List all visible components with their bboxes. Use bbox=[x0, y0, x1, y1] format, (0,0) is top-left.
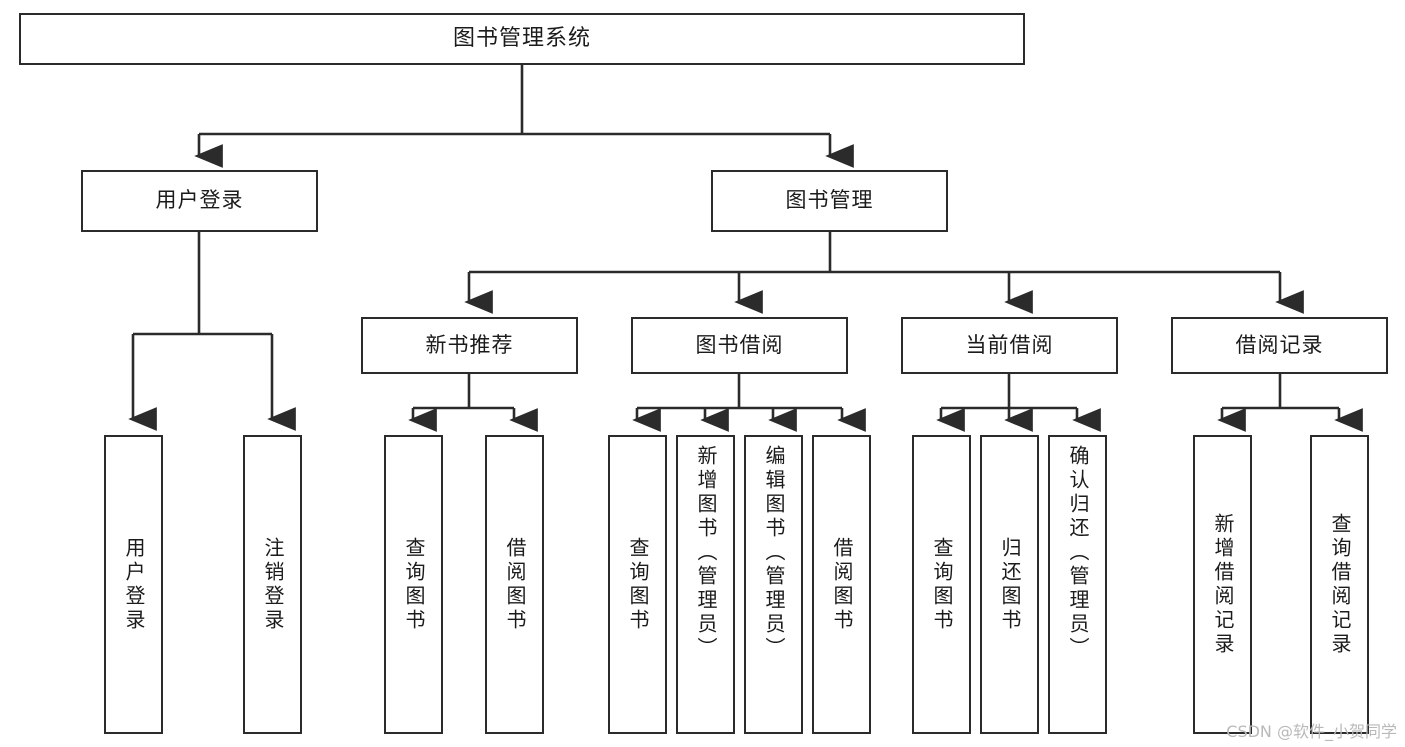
node-leaf-logout[interactable]: 注销登录 bbox=[243, 435, 302, 734]
node-label: 借阅图书 bbox=[830, 536, 854, 633]
node-label: 新书推荐 bbox=[425, 332, 514, 357]
node-leaf-user-login[interactable]: 用户登录 bbox=[104, 435, 163, 734]
node-leaf-query-books-current[interactable]: 查询图书 bbox=[912, 435, 971, 734]
node-leaf-confirm-return-admin[interactable]: 确认归还（管理员） bbox=[1048, 435, 1107, 734]
node-leaf-query-borrow-record[interactable]: 查询借阅记录 bbox=[1310, 435, 1369, 734]
node-label: 当前借阅 bbox=[965, 332, 1054, 357]
node-book-borrowing[interactable]: 图书借阅 bbox=[631, 317, 848, 374]
node-new-book-recommendation[interactable]: 新书推荐 bbox=[361, 317, 578, 374]
node-label: 借阅图书 bbox=[503, 536, 527, 633]
node-label: 新增借阅记录 bbox=[1211, 512, 1235, 657]
node-label: 用户登录 bbox=[122, 536, 146, 633]
node-label: 图书管理 bbox=[785, 188, 874, 213]
node-leaf-edit-book-admin[interactable]: 编辑图书（管理员） bbox=[744, 435, 803, 734]
node-label: 查询图书 bbox=[626, 536, 650, 633]
node-book-management[interactable]: 图书管理 bbox=[711, 170, 948, 232]
node-label: 借阅记录 bbox=[1235, 332, 1324, 357]
node-label: 新增图书（管理员） bbox=[694, 445, 718, 661]
node-label: 查询借阅记录 bbox=[1328, 512, 1352, 657]
node-user-login[interactable]: 用户登录 bbox=[81, 170, 318, 232]
node-current-borrowing[interactable]: 当前借阅 bbox=[901, 317, 1118, 374]
node-borrowing-records[interactable]: 借阅记录 bbox=[1171, 317, 1388, 374]
node-label: 归还图书 bbox=[998, 536, 1022, 633]
node-root-book-management-system[interactable]: 图书管理系统 bbox=[19, 13, 1025, 65]
node-label: 查询图书 bbox=[930, 536, 954, 633]
node-leaf-query-books-recommend[interactable]: 查询图书 bbox=[384, 435, 443, 734]
node-label: 注销登录 bbox=[261, 536, 285, 633]
node-label: 查询图书 bbox=[402, 536, 426, 633]
node-leaf-add-borrow-record[interactable]: 新增借阅记录 bbox=[1193, 435, 1252, 734]
node-label: 图书管理系统 bbox=[452, 25, 591, 51]
node-leaf-borrow-books-borrowing[interactable]: 借阅图书 bbox=[812, 435, 871, 734]
node-leaf-return-books[interactable]: 归还图书 bbox=[980, 435, 1039, 734]
node-leaf-add-book-admin[interactable]: 新增图书（管理员） bbox=[676, 435, 735, 734]
node-label: 用户登录 bbox=[155, 188, 244, 213]
node-leaf-query-books-borrowing[interactable]: 查询图书 bbox=[608, 435, 667, 734]
node-label: 编辑图书（管理员） bbox=[762, 445, 786, 661]
node-label: 图书借阅 bbox=[695, 332, 784, 357]
node-label: 确认归还（管理员） bbox=[1066, 445, 1090, 661]
node-leaf-borrow-books-recommend[interactable]: 借阅图书 bbox=[485, 435, 544, 734]
